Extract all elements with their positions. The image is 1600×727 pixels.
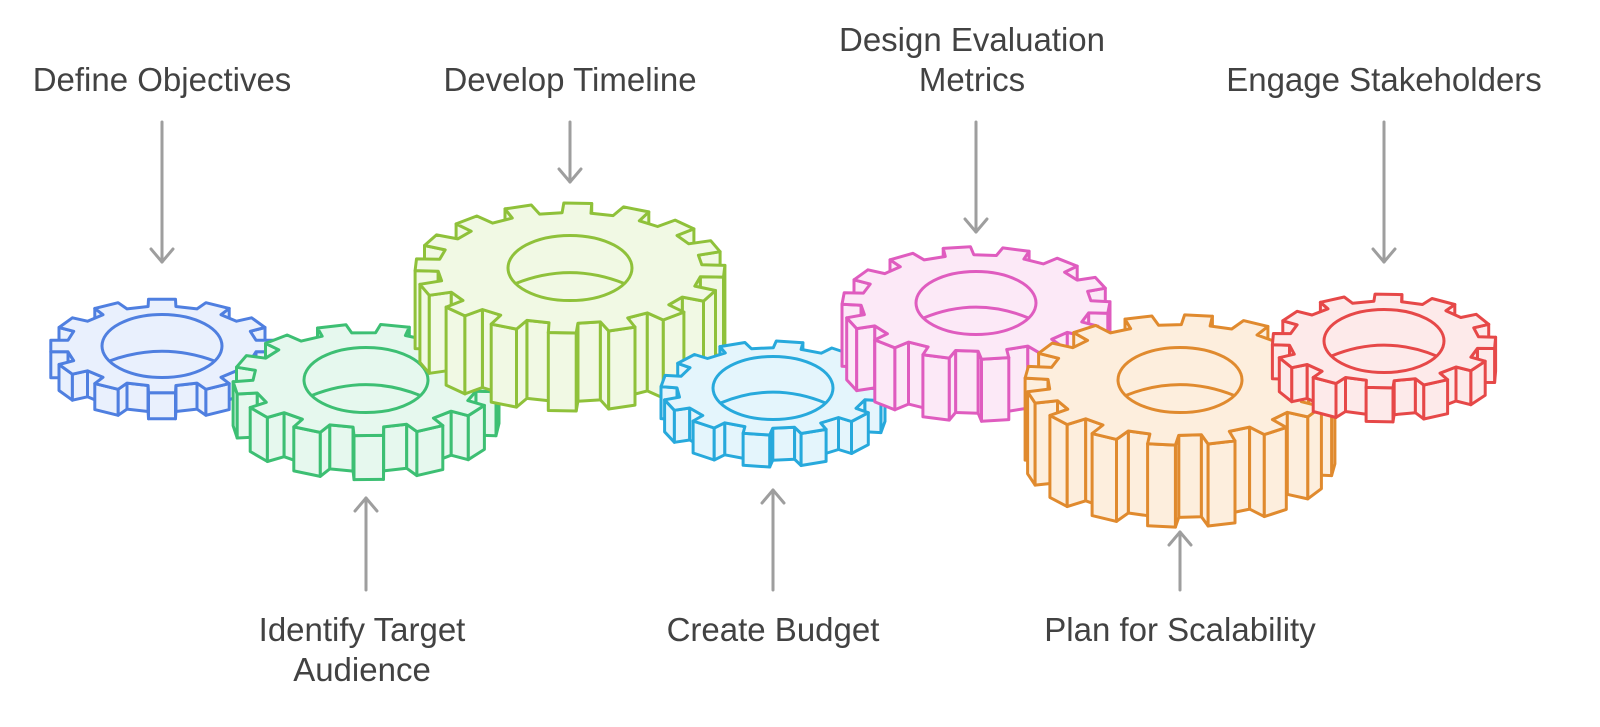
label-line: Create Budget [666,611,880,648]
gear-hole-wall [922,305,1030,320]
gear-engage-stakeholders [1270,292,1498,424]
label-line: Develop Timeline [443,61,697,98]
arrow-identify-target-audience [353,496,379,592]
gear-hole-wall [108,349,216,363]
gear-plan-for-scalability [1023,313,1337,529]
label-line: Define Objectives [32,61,292,98]
arrow-plan-for-scalability [1167,530,1193,592]
label-line: Audience [293,651,431,688]
gear-hole [1116,345,1244,415]
label-line: Identify Target [258,611,466,648]
label-line: Metrics [918,61,1026,98]
arrow-develop-timeline [557,120,583,184]
label-plan-for-scalability: Plan for Scalability [1000,610,1360,650]
label-define-objectives: Define Objectives [0,60,327,100]
arrow-create-budget [760,488,786,592]
gear-hole-wall [310,383,422,397]
label-create-budget: Create Budget [608,610,938,650]
gear-hole [302,345,430,415]
arrow-define-objectives [149,120,175,264]
arrow-design-evaluation-metrics [963,120,989,234]
label-line: Design Evaluation [839,21,1105,58]
gear-hole [711,355,835,421]
label-line: Plan for Scalability [1044,611,1316,648]
gear-hole-wall [1330,343,1438,358]
label-identify-target-audience: Identify Target Audience [197,610,527,690]
label-engage-stakeholders: Engage Stakeholders [1204,60,1564,100]
gear-create-budget [659,339,887,469]
gear-hole [506,233,634,303]
gear-hole [1322,308,1446,374]
label-design-evaluation-metrics: Design Evaluation Metrics [802,20,1142,100]
gear-hole [100,313,224,379]
gear-develop-timeline [413,201,727,413]
label-develop-timeline: Develop Timeline [405,60,735,100]
gear-hole-wall [719,390,827,405]
arrow-engage-stakeholders [1371,120,1397,264]
gear-hole [914,270,1038,336]
label-line: Engage Stakeholders [1226,61,1542,98]
gear-hole-wall [514,271,626,285]
gear-hole-wall [1124,383,1236,397]
